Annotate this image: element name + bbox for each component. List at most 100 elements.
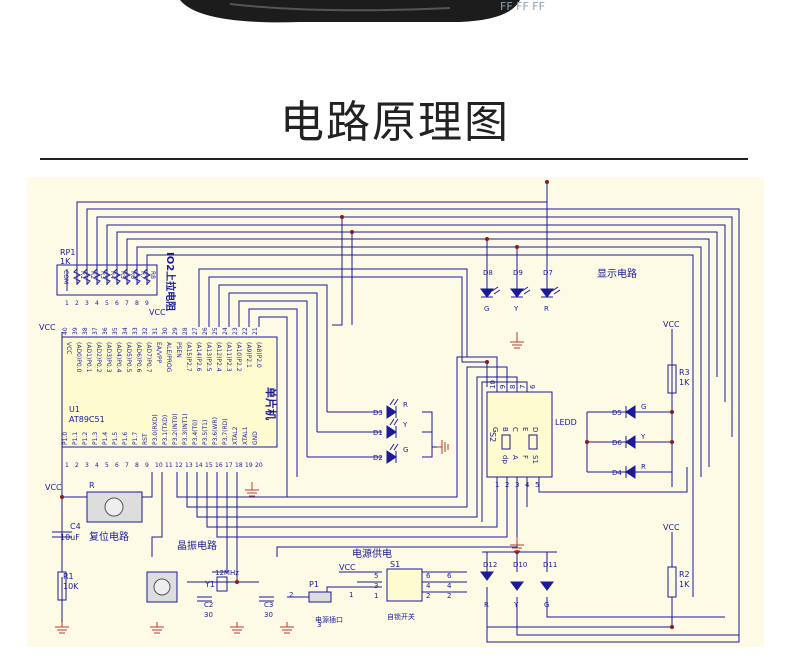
led-rays: [521, 286, 531, 295]
mcu-pin-number: 40: [62, 327, 69, 335]
led-symbol: [510, 288, 524, 298]
mcu-pin-label: (A11)P2.3: [225, 342, 232, 372]
mcu-ref: U1: [69, 405, 80, 414]
crystal-circuit: 晶振电路 Y1 12MHz C2 30 C3 30: [146, 539, 274, 619]
mcu-pin-label: GND: [252, 431, 259, 445]
mcu-pin-number: 7: [125, 462, 129, 469]
junction-dots: [60, 180, 674, 629]
mcu-pin-number: 9: [145, 462, 149, 469]
mcu-pin-label: (A10)P2.2: [235, 342, 242, 372]
mcu-pin-number: 19: [245, 462, 253, 469]
c3-ref: C3: [264, 601, 273, 609]
mcu-pin-label: P3.6(WR): [212, 417, 219, 445]
led-symbol: [480, 288, 494, 298]
mcu-pin-number: 29: [172, 327, 179, 335]
mcu-pin-number: 21: [252, 327, 259, 335]
rp1-pin-number: 3: [85, 300, 89, 307]
led-ref: D11: [543, 561, 557, 569]
self-lock-label: 自锁开关: [387, 612, 415, 621]
mcu-pin-number: 17: [225, 462, 233, 469]
mcu-pin-label: (A14)P2.6: [195, 342, 202, 372]
reset-r-label: R: [89, 481, 95, 490]
seg-pin-letter: S1: [531, 455, 539, 464]
led-color: G: [641, 403, 646, 411]
switch-outer-pin: 2: [447, 592, 451, 600]
rp1-resistor-label: R1: [79, 271, 86, 279]
led-rays: [389, 443, 399, 451]
rp1-resistor-label: R6: [129, 271, 136, 279]
led-ref: D3: [373, 409, 383, 417]
mcu-pin-label: (A9)P2.1: [245, 342, 252, 368]
led-color: Y: [402, 421, 408, 429]
mcu-pin-label: P1.2: [82, 432, 89, 445]
rp1-pin-number: 9: [145, 300, 149, 307]
title-divider: [40, 158, 748, 160]
led-ref: D5: [612, 409, 622, 417]
mcu-pin-number: 3: [85, 462, 89, 469]
page-title: 电路原理图: [280, 97, 510, 148]
led-symbol: [386, 425, 397, 439]
mcu-pin-number: 11: [165, 462, 173, 469]
rp1-resistor-label: R8: [149, 271, 156, 279]
switch-outer-pin: 6: [447, 572, 452, 580]
led-color: G: [484, 305, 489, 313]
mcu-pin-number: 23: [232, 327, 239, 335]
rp1-ref: RP1: [60, 248, 75, 257]
led-ref: D8: [483, 269, 493, 277]
led-color: R: [484, 601, 489, 609]
rp1-pin-number: 4: [95, 300, 99, 307]
p1-pin-number: 2: [289, 591, 293, 599]
switch-outer-pin: 4: [447, 582, 452, 590]
r3-vcc: VCC: [663, 320, 680, 329]
mcu-pin-number: 24: [222, 327, 229, 335]
led-ref: D9: [513, 269, 523, 277]
s2-label: S2: [488, 432, 497, 442]
power-vcc: VCC: [339, 563, 356, 572]
rp1-resistor-label: R4: [109, 271, 116, 279]
led-symbol: [625, 405, 636, 419]
seg-pin-letter: A: [511, 455, 519, 460]
mcu-pin-number: 18: [235, 462, 243, 469]
led-ref: D7: [543, 269, 553, 277]
led-rays: [389, 398, 399, 406]
mcu-pin-number: 22: [242, 327, 249, 335]
led-symbol: [540, 581, 554, 591]
mcu-title: 单片机: [264, 387, 278, 420]
rp1-pin-number: 6: [115, 300, 119, 307]
mcu-pin-label: P1.5: [112, 432, 119, 445]
p1-pin-number: 3: [317, 621, 321, 629]
mcu-pin-label: (AD1)P0.1: [85, 342, 92, 373]
r1-value: 10K: [63, 582, 79, 591]
mcu-pin-label: P3.4(T0): [192, 420, 199, 445]
seg-pin-number: 6: [529, 384, 537, 389]
mcu-pin-number: 2: [75, 462, 79, 469]
c4-ref: C4: [70, 522, 81, 531]
c3-value: 30: [264, 611, 273, 619]
r3-value: 1K: [679, 378, 690, 387]
mcu-pin-number: 33: [132, 327, 139, 335]
resistor-r2: VCC R2 1K: [663, 523, 690, 598]
rp1-pin-number: 2: [75, 300, 79, 307]
mcu-pin-number: 32: [142, 327, 149, 335]
mcu-pin-label: (A15)P2.7: [185, 342, 192, 372]
mcu-pin-number: 39: [72, 327, 79, 335]
mcu-pin-label: P3.1(TXD): [162, 415, 169, 445]
rp1-pin-number: 7: [125, 300, 129, 307]
led-symbol: [625, 465, 636, 479]
mcu-pin-number: 6: [115, 462, 119, 469]
mcu-pin-label: XTAL2: [232, 426, 239, 445]
seg-pin-letter: F: [521, 455, 529, 459]
rp1-com-label: COM: [62, 270, 69, 284]
mcu-pin-number: 8: [135, 462, 139, 469]
y1-value: 12MHz: [215, 569, 239, 577]
display-title: 显示电路: [597, 267, 637, 280]
led-color: Y: [513, 601, 519, 609]
mcu-pin-label: P3.2(INT0): [172, 413, 179, 445]
seg-pin-number: 7: [519, 385, 527, 389]
mcu-pin-label: P1.0: [62, 432, 69, 445]
mcu-pin-number: 10: [155, 462, 163, 469]
